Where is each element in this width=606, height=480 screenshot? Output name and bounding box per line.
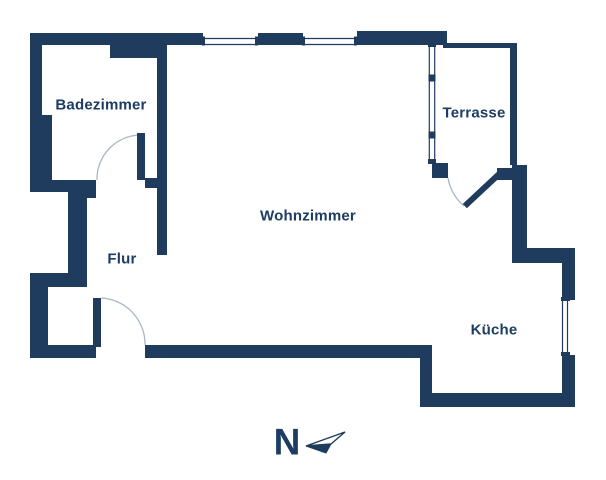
terrasse-railing-cap-top xyxy=(428,43,436,47)
wall-terrasse-stub-right xyxy=(497,168,512,180)
door-terrasse-leaf xyxy=(462,171,502,209)
wall-flur-left-mid xyxy=(68,192,87,273)
walls xyxy=(30,31,575,407)
room-label-flur: Flur xyxy=(107,251,136,268)
room-label-wohnzimmer: Wohnzimmer xyxy=(260,208,356,225)
wall-bottom-kueche xyxy=(420,393,573,407)
wall-badezimmer-top-notch xyxy=(110,45,167,58)
door-badezimmer xyxy=(96,133,157,188)
windows xyxy=(202,36,570,356)
wall-terrasse-right xyxy=(510,43,517,165)
window-kueche xyxy=(561,297,570,356)
room-label-terrasse: Terrasse xyxy=(442,105,505,122)
window-top-b xyxy=(302,36,357,46)
door-terrasse-arc xyxy=(447,177,465,207)
doors xyxy=(93,133,502,347)
wall-left-pier xyxy=(30,115,52,192)
wall-top-pier xyxy=(258,33,303,45)
room-label-kueche: Küche xyxy=(471,322,518,339)
wall-bottom-step xyxy=(420,345,432,407)
wall-left-jog xyxy=(30,273,87,287)
door-badezimmer-jamb-right xyxy=(145,178,157,188)
wall-kueche-top xyxy=(512,248,575,263)
door-badezimmer-leaf xyxy=(137,133,145,180)
wall-kueche-right-lower xyxy=(562,355,575,407)
door-terrasse xyxy=(447,171,502,209)
wall-right-mid xyxy=(512,165,527,250)
wall-bottom-left xyxy=(30,345,96,358)
north-arrow-solid-part xyxy=(305,443,332,454)
room-labels: Badezimmer Terrasse Wohnzimmer Flur Küch… xyxy=(55,97,517,339)
north-arrow-icon xyxy=(305,431,346,454)
window-kueche-cap-bottom xyxy=(561,352,570,356)
window-top-b-cap-right xyxy=(354,36,357,46)
window-top-a xyxy=(202,36,258,46)
wall-badezimmer-bottom xyxy=(30,180,96,192)
wall-left-lower xyxy=(30,287,48,358)
wall-badezimmer-door-jamb-left xyxy=(87,192,96,198)
wall-kueche-right-upper xyxy=(562,263,575,300)
north-arrow-outline-part xyxy=(305,431,346,447)
wall-bottom-main xyxy=(145,345,430,358)
wall-terrasse-top xyxy=(443,43,517,48)
wall-interior-vertical xyxy=(157,45,167,255)
terrasse-railing xyxy=(428,43,436,164)
north-indicator: N xyxy=(274,422,346,463)
wall-terrasse-stub-left xyxy=(432,163,448,178)
terrasse-railing-marker-2 xyxy=(428,131,436,139)
room-label-badezimmer: Badezimmer xyxy=(55,97,146,114)
window-top-a-cap-left xyxy=(202,36,205,46)
wall-left-upper xyxy=(30,33,42,115)
door-flur-leaf xyxy=(93,298,101,347)
door-flur xyxy=(93,297,146,347)
wall-top-left xyxy=(30,33,203,45)
terrasse-railing-marker-1 xyxy=(428,74,436,82)
wall-top-right xyxy=(357,31,447,45)
window-kueche-cap-top xyxy=(561,297,570,301)
window-top-a-cap-right xyxy=(255,36,258,46)
window-top-b-cap-left xyxy=(302,36,305,46)
north-label: N xyxy=(274,422,301,463)
door-flur-arc xyxy=(100,297,146,346)
terrasse-railing-cap-bottom xyxy=(428,159,436,164)
door-badezimmer-arc xyxy=(96,134,142,181)
